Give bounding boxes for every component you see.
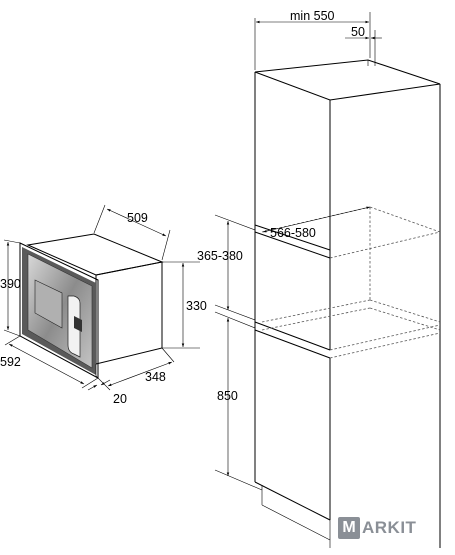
label-20: 20 — [113, 392, 127, 406]
watermark-text: ARKIT — [362, 518, 417, 537]
label-390: 390 — [0, 277, 21, 291]
watermark-logo-box — [338, 517, 360, 539]
label-min-550: min 550 — [290, 9, 335, 23]
microwave-window — [34, 279, 63, 329]
label-566-580: 566-580 — [270, 226, 316, 240]
watermark-letter: M — [342, 519, 356, 536]
label-509: 509 — [127, 211, 148, 225]
label-592: 592 — [0, 355, 21, 369]
microwave-dimensions — [3, 204, 200, 391]
label-348: 348 — [145, 370, 166, 384]
label-50: 50 — [351, 25, 365, 39]
label-365-380: 365-380 — [197, 249, 243, 263]
microwave-drawing — [19, 233, 164, 379]
label-850: 850 — [217, 389, 238, 403]
microwave-side — [95, 261, 163, 365]
cabinet-drawing — [254, 59, 441, 548]
cabinet-top-face — [254, 59, 441, 101]
cabinet-dimensions — [214, 12, 382, 491]
microwave-control-panel — [74, 316, 82, 332]
label-330: 330 — [186, 299, 207, 313]
